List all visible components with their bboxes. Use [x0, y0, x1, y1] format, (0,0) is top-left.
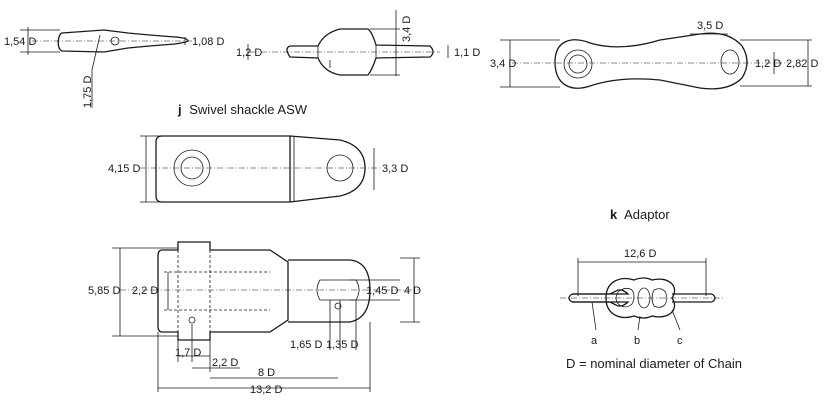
dim-shackle-inner: 2,2 D: [132, 285, 158, 297]
dim-top-right-eye: 1,2 D: [755, 58, 781, 70]
footnote: D = nominal diameter of Chain: [566, 356, 742, 371]
dim-top-mid-left: 1,2 D: [236, 47, 262, 59]
swivel-shackle-side-view: [112, 241, 420, 392]
collar-shaft-view: [247, 10, 449, 76]
dim-swivel-eye: 3,3 D: [382, 163, 408, 175]
swivel-shackle-top-view: [140, 135, 380, 203]
adaptor-view: [560, 258, 724, 331]
caption-adaptor: k Adaptor: [610, 207, 670, 222]
caption-swivel-title: Swivel shackle ASW: [189, 102, 307, 117]
dim-bottom-1: 1,7 D: [175, 347, 201, 359]
dim-bottom-3: 1,65 D: [290, 339, 322, 351]
dim-adaptor-b: b: [634, 335, 640, 347]
dim-top-mid-height: 3,4 D: [401, 16, 413, 42]
dim-top-right-width: 2,82 D: [786, 58, 818, 70]
caption-adaptor-title: Adaptor: [624, 207, 670, 222]
dim-adaptor-length: 12,6 D: [624, 248, 656, 260]
dim-bottom-5: 8 D: [258, 367, 275, 379]
caption-swivel: j Swivel shackle ASW: [177, 102, 308, 117]
dim-bottom-6: 13,2 D: [250, 384, 282, 396]
dim-bottom-4: 1,35 D: [326, 339, 358, 351]
dim-top-left-length: 1,75 D: [82, 76, 94, 108]
dim-top-left-end: 1,08 D: [192, 36, 224, 48]
caption-adaptor-letter: k: [610, 207, 618, 222]
caption-swivel-letter: j: [177, 102, 182, 117]
dim-top-right-top: 3,5 D: [697, 20, 723, 32]
dim-adaptor-a: a: [591, 335, 598, 347]
dim-bottom-2: 2,2 D: [212, 357, 238, 369]
dim-shackle-right: 4 D: [404, 285, 421, 297]
dim-swivel-height: 4,15 D: [108, 163, 140, 175]
tapered-pin-view: [20, 27, 192, 108]
dim-top-mid-right: 1,1 D: [454, 47, 480, 59]
double-eye-link-view: [500, 32, 812, 90]
dim-top-left-height: 1,54 D: [4, 36, 36, 48]
dim-top-right-height: 3,4 D: [490, 58, 516, 70]
dim-adaptor-c: c: [677, 335, 683, 347]
dim-shackle-pin: 1,45 D: [366, 285, 398, 297]
dim-shackle-height: 5,85 D: [88, 285, 120, 297]
